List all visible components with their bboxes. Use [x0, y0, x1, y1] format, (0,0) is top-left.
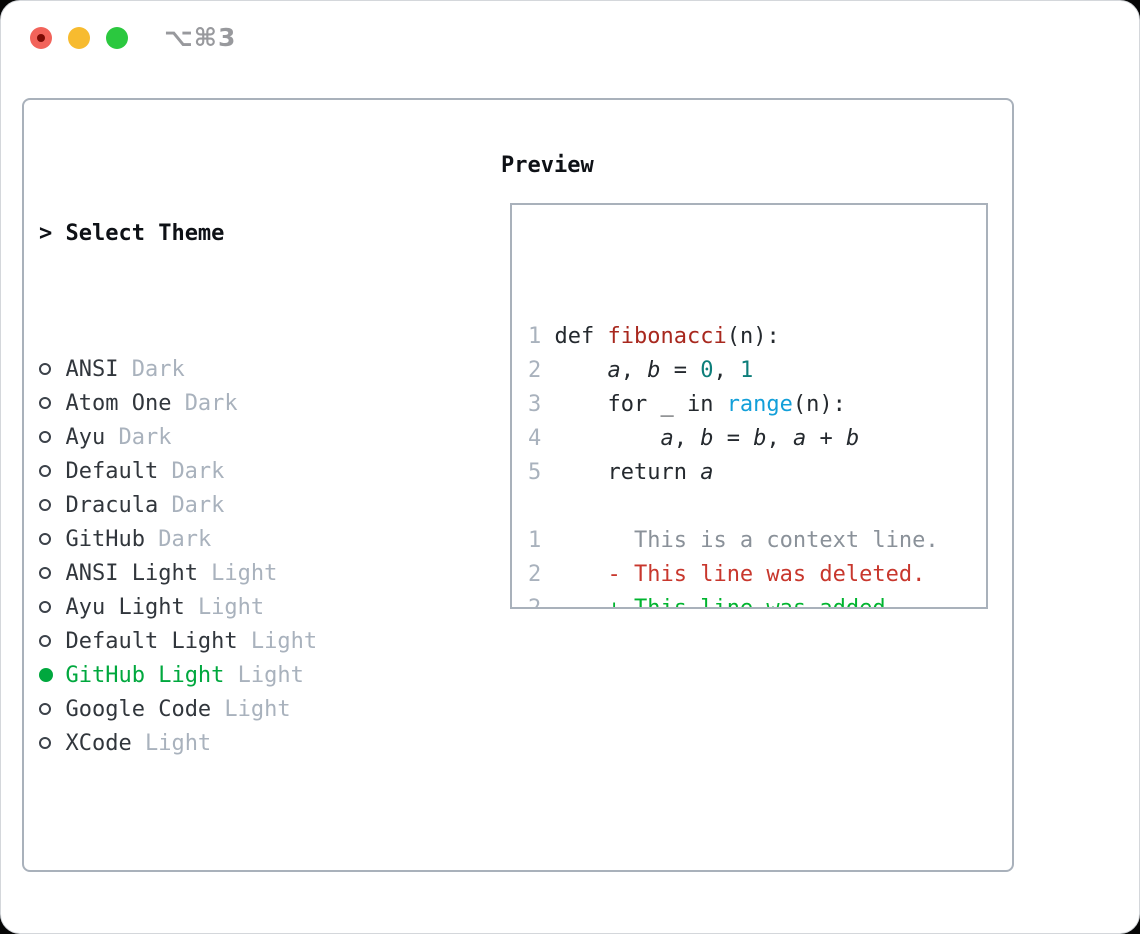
- theme-variant-badge: Dark: [158, 527, 212, 552]
- theme-name: GitHub Light: [65, 663, 225, 688]
- radio-icon: [39, 455, 65, 489]
- radio-icon: [39, 421, 65, 455]
- line-number: 2: [528, 562, 542, 587]
- close-dot-icon: [37, 34, 45, 42]
- code-preview: 1 def fibonacci(n): 2 a, b = 0, 1 3 for _ …: [528, 320, 986, 609]
- theme-variant-badge: Dark: [184, 391, 238, 416]
- close-button[interactable]: [30, 27, 52, 49]
- preview-line: [528, 490, 986, 524]
- theme-variant-badge: Dark: [171, 493, 225, 518]
- line-number: 2: [528, 596, 542, 609]
- theme-option-google-code[interactable]: Google Code Light: [39, 693, 410, 727]
- preview-line: 4 a, b = b, a + b: [528, 426, 860, 451]
- theme-name: Atom One: [65, 391, 172, 416]
- traffic-lights: [30, 27, 128, 49]
- theme-name: Ayu Light: [65, 595, 185, 620]
- line-number: 1: [528, 528, 542, 553]
- preview-box: 1 def fibonacci(n): 2 a, b = 0, 1 3 for _ …: [510, 203, 988, 609]
- line-number: 1: [528, 324, 542, 349]
- theme-name: Ayu: [65, 425, 106, 450]
- theme-name: ANSI: [65, 357, 119, 382]
- line-number: [528, 494, 541, 519]
- theme-name: Default Light: [65, 629, 238, 654]
- radio-icon: [39, 557, 65, 591]
- line-number: 4: [528, 426, 542, 451]
- theme-name: Google Code: [65, 697, 212, 722]
- theme-option-ansi[interactable]: ANSI Dark: [39, 353, 410, 387]
- theme-name: GitHub: [65, 527, 145, 552]
- select-theme-header: > Select Theme: [39, 217, 410, 251]
- preview-line: 3 for _ in range(n):: [528, 392, 846, 417]
- preview-line: 2 - This line was deleted.: [528, 562, 926, 587]
- theme-option-ayu-light[interactable]: Ayu Light Light: [39, 591, 410, 625]
- line-number: 3: [528, 392, 542, 417]
- spacer: [39, 863, 410, 897]
- radio-icon: [39, 387, 65, 421]
- radio-selected-icon: [39, 659, 65, 693]
- theme-variant-badge: Light: [224, 697, 291, 722]
- theme-name: XCode: [65, 731, 132, 756]
- theme-option-ansi-light[interactable]: ANSI Light Light: [39, 557, 410, 591]
- radio-icon: [39, 353, 65, 387]
- theme-option-xcode[interactable]: XCode Light: [39, 727, 410, 761]
- radio-icon: [39, 591, 65, 625]
- theme-name: Dracula: [65, 493, 159, 518]
- line-number: 2: [528, 358, 542, 383]
- titlebar: ⌥⌘3: [1, 1, 1139, 77]
- theme-variant-badge: Light: [237, 663, 304, 688]
- theme-option-atom-one[interactable]: Atom One Dark: [39, 387, 410, 421]
- theme-variant-badge: Dark: [171, 459, 225, 484]
- theme-variant-badge: Light: [250, 629, 318, 654]
- theme-option-github-light[interactable]: GitHub Light Light: [39, 659, 410, 693]
- radio-icon: [39, 625, 65, 659]
- theme-option-ayu[interactable]: Ayu Dark: [39, 421, 410, 455]
- theme-option-dracula[interactable]: Dracula Dark: [39, 489, 410, 523]
- preview-line: 2 + This line was added.: [528, 592, 986, 609]
- theme-option-default[interactable]: Default Dark: [39, 455, 410, 489]
- preview-line: 1 This is a context line.: [528, 528, 939, 553]
- theme-variant-badge: Dark: [118, 425, 172, 450]
- theme-name: Default: [65, 459, 159, 484]
- theme-variant-badge: Dark: [131, 357, 185, 382]
- minimize-button[interactable]: [68, 27, 90, 49]
- radio-icon: [39, 489, 65, 523]
- theme-option-default-light[interactable]: Default Light Light: [39, 625, 410, 659]
- maximize-button[interactable]: [106, 27, 128, 49]
- select-theme-title: Select Theme: [65, 221, 225, 246]
- line-number: 5: [528, 460, 542, 485]
- theme-option-github[interactable]: GitHub Dark: [39, 523, 410, 557]
- radio-icon: [39, 693, 65, 727]
- focus-prompt: >: [39, 221, 53, 246]
- theme-variant-badge: Light: [144, 731, 212, 756]
- preview-line: 1 def fibonacci(n):: [528, 324, 780, 349]
- window-shortcut-label: ⌥⌘3: [164, 23, 237, 52]
- radio-icon: [39, 523, 65, 557]
- theme-variant-badge: Light: [197, 595, 265, 620]
- preview-line: 2 a, b = 0, 1: [528, 358, 754, 383]
- preview-title: Preview: [501, 153, 594, 178]
- radio-icon: [39, 727, 65, 761]
- preview-line: 5 return a: [528, 460, 714, 485]
- theme-variant-badge: Light: [211, 561, 278, 586]
- theme-name: ANSI Light: [65, 561, 198, 586]
